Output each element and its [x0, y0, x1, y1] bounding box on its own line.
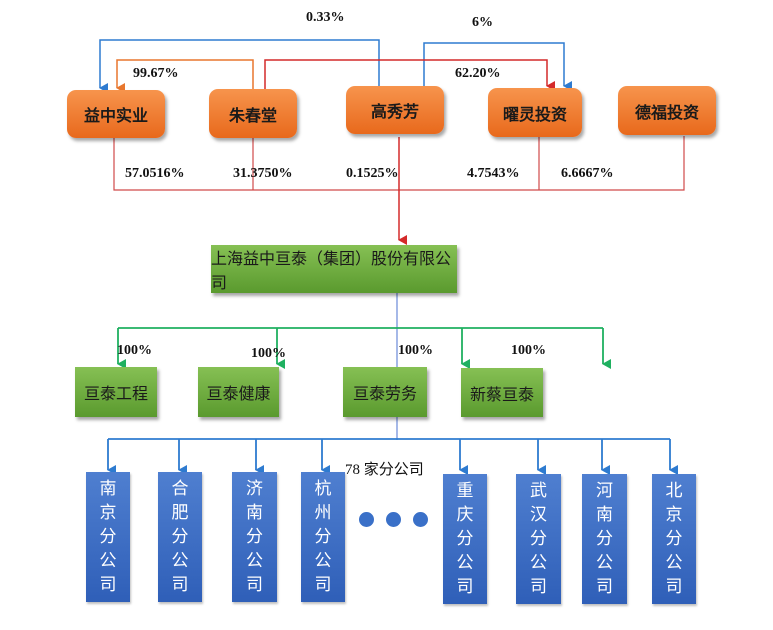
line-zhuchuntang-to-yaoling	[264, 59, 555, 91]
branch-char: 分	[665, 529, 683, 549]
branch-char: 武	[530, 481, 547, 501]
branch-char: 司	[99, 575, 117, 595]
subsidiary-stake-1: 100%	[251, 346, 286, 361]
stake-gaoxiufang: 0.1525%	[346, 166, 399, 181]
shareholder-zhuchuntang[interactable]: 朱春堂	[209, 89, 297, 138]
branch-char: 公	[314, 551, 332, 571]
stake-label-0-33: 0.33%	[306, 10, 345, 25]
branch-char: 南	[596, 505, 613, 525]
branch-box[interactable]: 济南分公司	[232, 472, 277, 602]
stake-label-6: 6%	[472, 15, 493, 30]
shareholder-defu[interactable]: 德福投资	[618, 86, 716, 135]
branch-char: 司	[665, 577, 683, 597]
stake-label-99-67: 99.67%	[133, 66, 179, 81]
subsidiary-box[interactable]: 亘泰工程	[75, 367, 157, 417]
branch-char: 分	[314, 527, 332, 547]
branch-char: 分	[246, 527, 263, 547]
stake-defu: 6.6667%	[561, 166, 614, 181]
subsidiary-stake-3: 100%	[511, 343, 546, 358]
branch-char: 司	[530, 577, 547, 597]
subsidiary-stake-0: 100%	[117, 343, 152, 358]
branch-char: 肥	[171, 503, 189, 523]
branch-char: 公	[246, 551, 263, 571]
shareholder-yizhong[interactable]: 益中实业	[67, 90, 165, 138]
branch-char: 公	[530, 553, 547, 573]
ellipsis-dot	[386, 512, 401, 527]
stake-yaoling: 4.7543%	[467, 166, 520, 181]
branch-char: 司	[596, 577, 613, 597]
line-gaoxiufang-to-yizhong	[99, 39, 380, 93]
branch-char: 汉	[530, 505, 547, 525]
branch-box[interactable]: 杭州分公司	[301, 472, 345, 602]
branch-char: 公	[171, 551, 189, 571]
stake-zhuchuntang: 31.3750%	[233, 166, 293, 181]
subsidiary-box[interactable]: 亘泰劳务	[343, 367, 427, 417]
ellipsis-dot	[413, 512, 428, 527]
branch-char: 司	[314, 575, 332, 595]
branch-box[interactable]: 武汉分公司	[516, 474, 561, 604]
branch-char: 合	[171, 479, 189, 499]
branch-char: 司	[246, 575, 263, 595]
branch-box[interactable]: 南京分公司	[86, 472, 130, 602]
branch-char: 司	[171, 575, 189, 595]
branch-char: 济	[246, 479, 263, 499]
subsidiary-stake-2: 100%	[398, 343, 433, 358]
branch-char: 分	[596, 529, 613, 549]
shareholder-gaoxiufang[interactable]: 高秀芳	[346, 86, 444, 134]
branch-char: 京	[665, 505, 683, 525]
shareholder-yaoling[interactable]: 曜灵投资	[488, 88, 582, 137]
subsidiary-box[interactable]: 新蔡亘泰	[461, 368, 543, 417]
branch-box[interactable]: 河南分公司	[582, 474, 627, 604]
branch-box[interactable]: 北京分公司	[652, 474, 696, 604]
line-gaoxiufang-to-yaoling	[423, 42, 572, 91]
branches-count-label: 78 家分公司	[345, 462, 424, 478]
branch-char: 州	[314, 503, 332, 523]
branch-char: 京	[99, 503, 117, 523]
company-box[interactable]: 上海益中亘泰（集团）股份有限公司	[211, 245, 457, 293]
branch-box[interactable]: 合肥分公司	[158, 472, 202, 602]
branch-char: 公	[665, 553, 683, 573]
branch-char: 分	[171, 527, 189, 547]
branch-char: 分	[530, 529, 547, 549]
branch-char: 重	[456, 481, 474, 501]
ellipsis-dot	[359, 512, 374, 527]
branch-char: 公	[456, 553, 474, 573]
branch-char: 南	[246, 503, 263, 523]
branch-char: 分	[99, 527, 117, 547]
branch-char: 杭	[314, 479, 332, 499]
branch-char: 庆	[456, 505, 474, 525]
branch-char: 河	[596, 481, 613, 501]
branch-char: 北	[665, 481, 683, 501]
branch-box[interactable]: 重庆分公司	[443, 474, 487, 604]
branch-char: 公	[99, 551, 117, 571]
branch-char: 公	[596, 553, 613, 573]
branch-char: 分	[456, 529, 474, 549]
line-zhuchuntang-to-yizhong	[116, 59, 254, 93]
branch-char: 南	[99, 479, 117, 499]
branch-char: 司	[456, 577, 474, 597]
stake-yizhong: 57.0516%	[125, 166, 185, 181]
stake-label-62-20: 62.20%	[455, 66, 501, 81]
subsidiary-box[interactable]: 亘泰健康	[198, 367, 279, 417]
